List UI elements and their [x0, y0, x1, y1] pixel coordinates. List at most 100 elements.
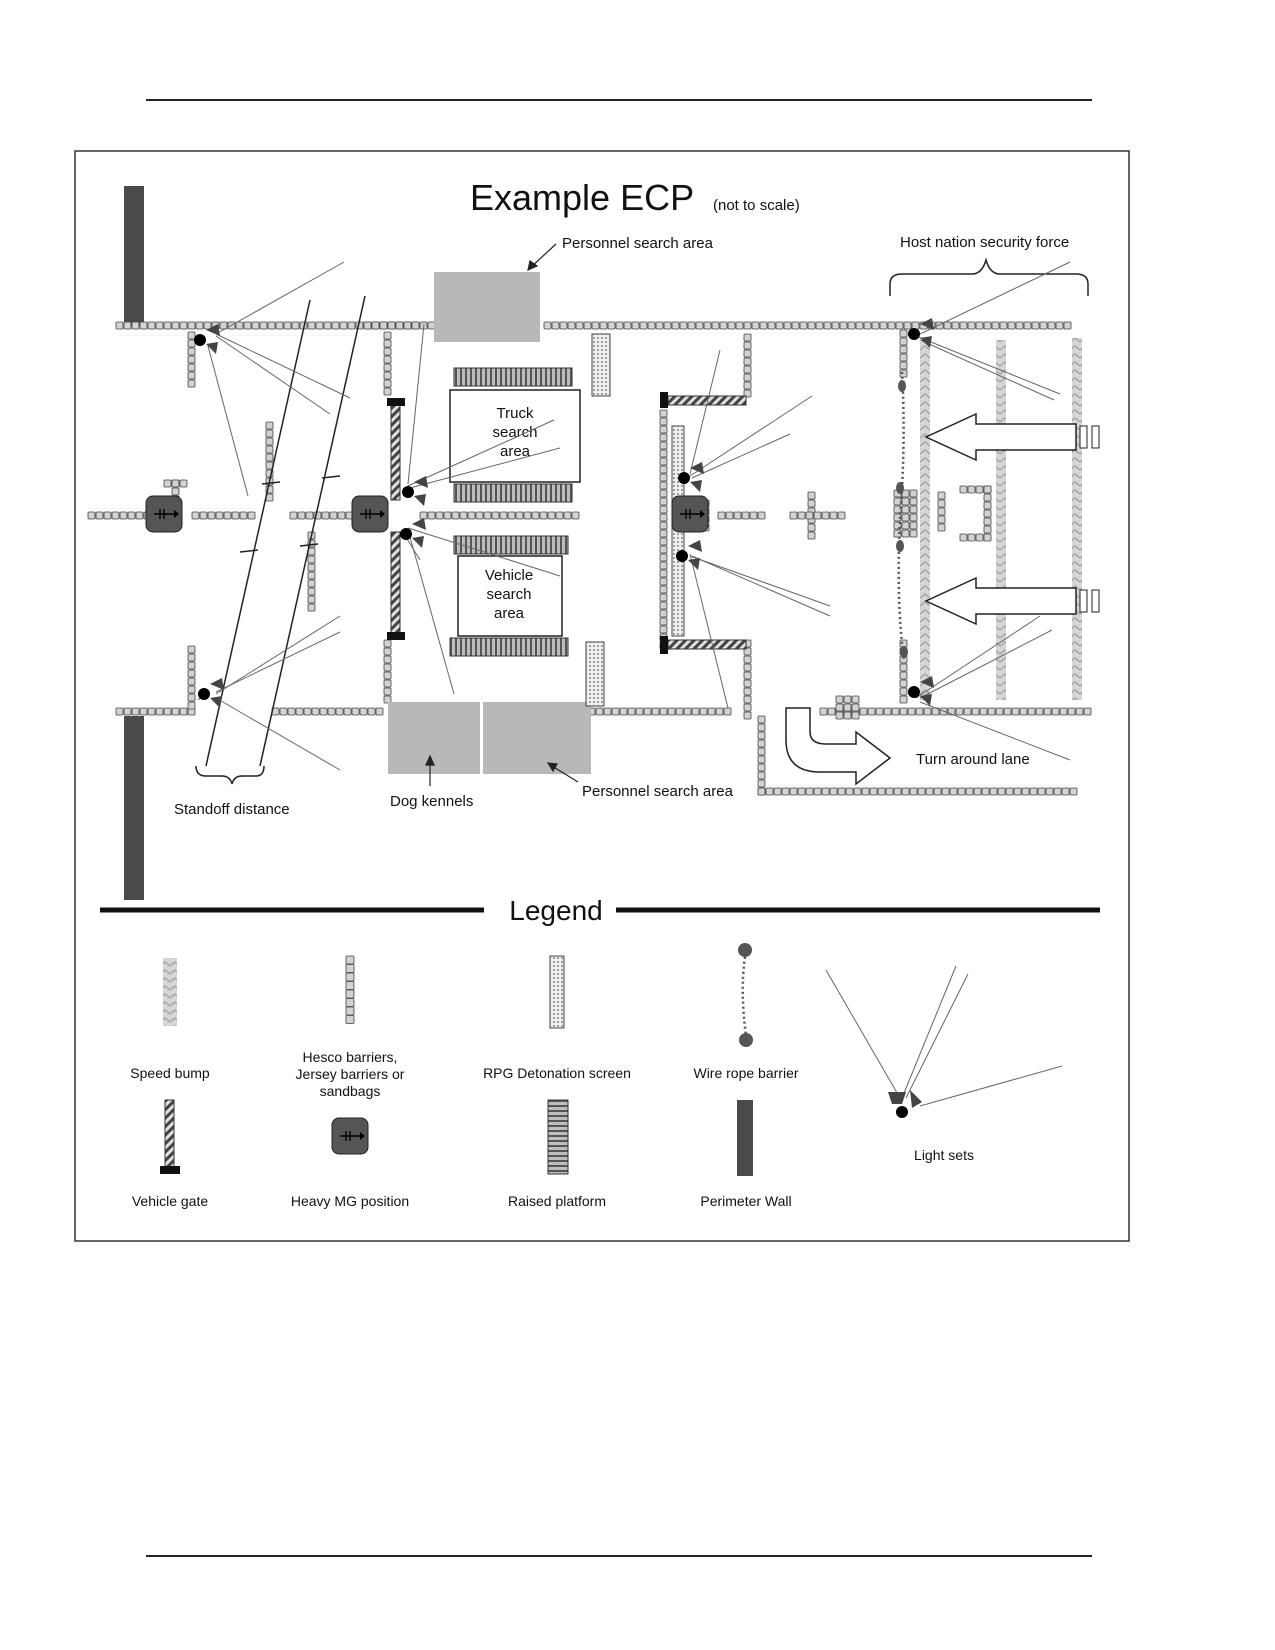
- barrier-top-right: [551, 321, 560, 330]
- barrier-right-long: [659, 585, 668, 594]
- barrier-cross-vert: [807, 491, 816, 500]
- barrier-bottom-far: [923, 707, 932, 716]
- barrier-bottom-far: [899, 707, 908, 716]
- barrier-gate-col-bottom: [383, 639, 392, 648]
- barrier-cross-horiz: [813, 511, 822, 520]
- barrier-bottom-right: [611, 707, 620, 716]
- barrier-bottom-far: [827, 707, 836, 716]
- barrier-gate-col-bottom: [383, 679, 392, 688]
- barrier-hn-block-4: [937, 523, 946, 532]
- barrier-left-col-bottom: [187, 693, 196, 702]
- barrier-turn-lane: [973, 787, 982, 796]
- barrier-turn-lane: [1005, 787, 1014, 796]
- lane-arrow-upper-tail-2: [1091, 425, 1100, 449]
- barrier-hn-block-4: [937, 515, 946, 524]
- barrier-bottom-left: [147, 707, 156, 716]
- barrier-top-right: [975, 321, 984, 330]
- barrier-turn-lane: [821, 787, 830, 796]
- barrier-top-left: [203, 321, 212, 330]
- barrier-mg1-side: [171, 487, 180, 496]
- barrier-bottom-far: [1011, 707, 1020, 716]
- barrier-turn-lane: [917, 787, 926, 796]
- barrier-entry-left: [127, 511, 136, 520]
- barrier-top-right: [559, 321, 568, 330]
- host-nation-brace: [889, 257, 1089, 296]
- barrier-bottom-far: [1019, 707, 1028, 716]
- barrier-top-left: [259, 321, 268, 330]
- barrier-left-col-top: [187, 363, 196, 372]
- barrier-turn-lane: [781, 787, 790, 796]
- barrier-left-col-bottom: [187, 677, 196, 686]
- barrier-top-right: [727, 321, 736, 330]
- barrier-top-left: [179, 321, 188, 330]
- barrier-gate-col-top: [383, 355, 392, 364]
- barrier-right-col-top: [743, 389, 752, 398]
- truck-search-label-1: Truck: [497, 405, 534, 422]
- barrier-turn-lane: [773, 787, 782, 796]
- vehicle-raised-platform-top: [453, 535, 569, 555]
- barrier-turn-lane: [1013, 787, 1022, 796]
- barrier-right-col-bottom: [743, 687, 752, 696]
- barrier-bottom-far: [1051, 707, 1060, 716]
- barrier-entry-center: [563, 511, 572, 520]
- barrier-right-long: [659, 465, 668, 474]
- barrier-hn-block-3: [909, 513, 918, 522]
- barrier-cross-vert: [807, 523, 816, 532]
- barrier-hn-block-2: [901, 529, 910, 538]
- light-pole: [678, 472, 690, 484]
- light-pole: [402, 486, 414, 498]
- vehicle-gate-lower: [390, 531, 401, 635]
- vehicle-search-area: [457, 555, 563, 637]
- barrier-right-long: [659, 553, 668, 562]
- barrier-top-right: [903, 321, 912, 330]
- rpg-screen-top: [591, 333, 611, 397]
- barrier-right-col-top: [743, 333, 752, 342]
- barrier-right-col-bottom: [743, 671, 752, 680]
- barrier-top-right: [871, 321, 880, 330]
- legend-vehicle-gate-icon: [160, 1099, 180, 1174]
- barrier-entry-left-2: [223, 511, 232, 520]
- barrier-bottom-far: [875, 707, 884, 716]
- legend-label-hesco-2: Jersey barriers or: [296, 1066, 405, 1082]
- barrier-hn-col-top: [899, 337, 908, 346]
- legend-label-perimeter-wall: Perimeter Wall: [700, 1193, 791, 1209]
- barrier-left-col-top: [187, 355, 196, 364]
- barrier-entry-mid: [329, 511, 338, 520]
- barrier-left-col-top: [187, 347, 196, 356]
- barrier-right-col-top: [743, 373, 752, 382]
- barrier-bottom-far: [907, 707, 916, 716]
- barrier-bottom-far: [979, 707, 988, 716]
- barrier-right-col-bottom: [743, 679, 752, 688]
- legend-wire-rope-icon: [738, 943, 753, 1047]
- barrier-top-right: [855, 321, 864, 330]
- barrier-turn-lane: [901, 787, 910, 796]
- barrier-entry-right: [717, 511, 726, 520]
- barrier-top-left: [291, 321, 300, 330]
- barrier-top-right: [711, 321, 720, 330]
- barrier-top-mid: [395, 321, 404, 330]
- barrier-right-long: [659, 417, 668, 426]
- barrier-top-right: [807, 321, 816, 330]
- barrier-chicane-1: [265, 429, 274, 438]
- barrier-right-long: [659, 625, 668, 634]
- barrier-top-right: [1023, 321, 1032, 330]
- barrier-top-right: [943, 321, 952, 330]
- barrier-top-right: [583, 321, 592, 330]
- barrier-hn-block-2: [901, 505, 910, 514]
- barrier-bottom-left: [115, 707, 124, 716]
- label-turn-around: Turn around lane: [916, 751, 1030, 768]
- barrier-top-left: [219, 321, 228, 330]
- light-lamp: [690, 480, 702, 492]
- barrier-turn-lane-side: [757, 787, 766, 796]
- barrier-gate-col-top: [383, 347, 392, 356]
- barrier-turn-lane-side: [757, 731, 766, 740]
- vehicle-gate-lower-post: [387, 632, 405, 640]
- barrier-top-right: [895, 321, 904, 330]
- light-beam: [919, 629, 1053, 699]
- barrier-cross-vert: [807, 531, 816, 540]
- barrier-left-col-top: [187, 339, 196, 348]
- barrier-top-right: [735, 321, 744, 330]
- barrier-bottom-mid: [367, 707, 376, 716]
- barrier-turn-block-mid: [835, 703, 844, 712]
- heavy-mg-positions: [145, 495, 709, 533]
